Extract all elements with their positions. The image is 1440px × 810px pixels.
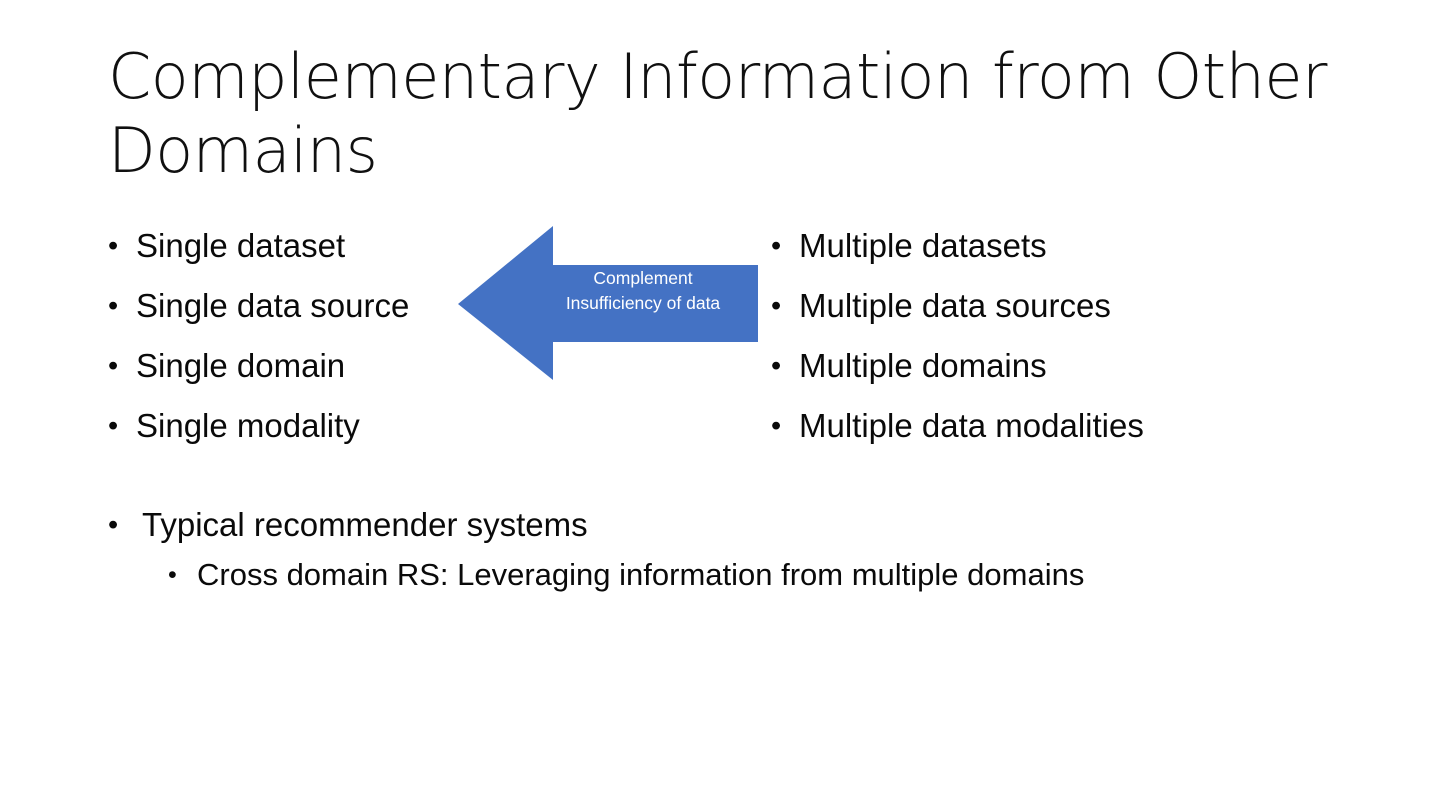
list-item-label: Multiple datasets (799, 227, 1047, 264)
bullet-icon: • (771, 410, 782, 442)
right-bullet-list: • Multiple datasets • Multiple data sour… (771, 216, 1331, 456)
list-item: • Single dataset (108, 216, 468, 276)
list-item: • Typical recommender systems (108, 500, 1368, 550)
bullet-icon: • (771, 290, 782, 322)
list-item: • Multiple domains (771, 336, 1331, 396)
bullet-icon: • (108, 290, 119, 322)
list-item-label: Multiple data modalities (799, 407, 1144, 444)
list-item-label: Single domain (136, 347, 346, 384)
bullet-icon: • (108, 509, 119, 541)
list-item: • Multiple data modalities (771, 396, 1331, 456)
list-item-label: Multiple domains (799, 347, 1047, 384)
list-item: • Multiple data sources (771, 276, 1331, 336)
list-item-label: Single dataset (136, 227, 346, 264)
list-item-label: Multiple data sources (799, 287, 1111, 324)
list-item-label: Single modality (136, 407, 360, 444)
list-item-label: Typical recommender systems (142, 506, 588, 543)
list-item: • Multiple datasets (771, 216, 1331, 276)
list-item: • Single modality (108, 396, 468, 456)
bullet-icon: • (771, 350, 782, 382)
bullet-icon: • (108, 230, 119, 262)
sub-list-item-label: Cross domain RS: Leveraging information … (197, 557, 1085, 592)
left-arrow-shape: Complement Insufficiency of data (458, 222, 762, 386)
bottom-bullet-block: • Typical recommender systems • Cross do… (108, 500, 1368, 600)
page-title: Complementary Information from Other Dom… (108, 40, 1328, 187)
left-arrow-icon (458, 226, 758, 380)
bullet-icon: • (771, 230, 782, 262)
left-bullet-list: • Single dataset • Single data source • … (108, 216, 468, 456)
list-item-label: Single data source (136, 287, 410, 324)
bullet-icon: • (168, 561, 177, 589)
bullet-icon: • (108, 350, 119, 382)
sub-list-item: • Cross domain RS: Leveraging informatio… (168, 550, 1368, 600)
list-item: • Single data source (108, 276, 468, 336)
bullet-icon: • (108, 410, 119, 442)
list-item: • Single domain (108, 336, 468, 396)
